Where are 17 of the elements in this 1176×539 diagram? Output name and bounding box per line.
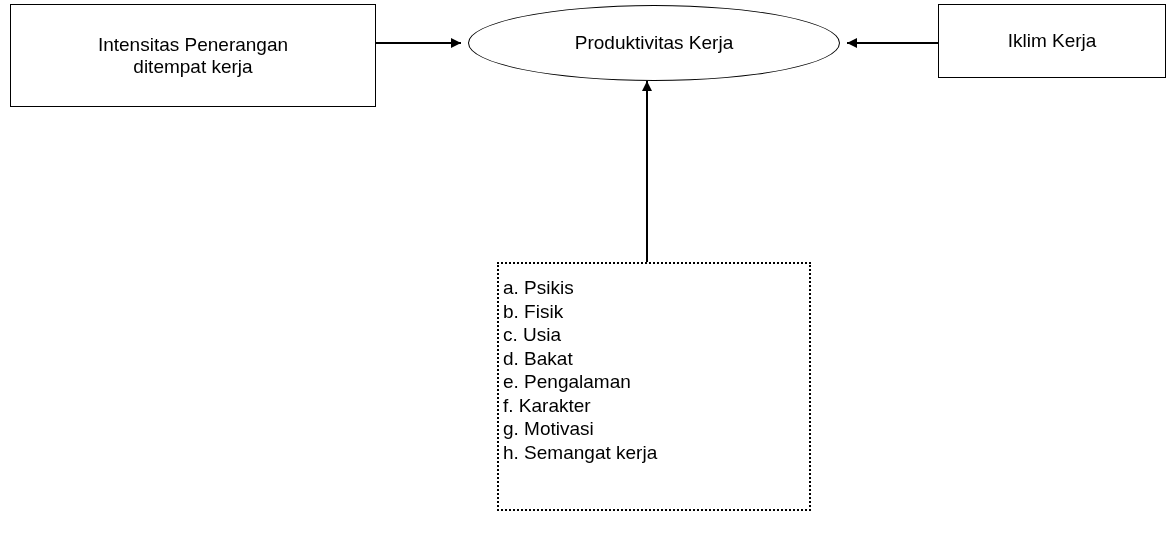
node-label: Produktivitas Kerja [574, 32, 734, 54]
list-item: b. Fisik [503, 299, 564, 323]
list-item: e. Pengalaman [503, 370, 631, 394]
list-item: d. Bakat [503, 346, 573, 370]
arrow [375, 38, 462, 48]
list-item: f. Karakter [503, 393, 591, 417]
list-item: g. Motivasi [503, 417, 594, 441]
node-label: Iklim Kerja [1007, 30, 1097, 52]
arrow [642, 80, 652, 263]
process-box [10, 4, 376, 107]
list-item: c. Usia [503, 323, 562, 347]
node-label: Intensitas Penerangan ditempat kerja [96, 33, 290, 78]
list-item: a. Psikis [503, 276, 574, 300]
list-item: h. Semangat kerja [503, 440, 658, 464]
arrow [846, 38, 939, 48]
factor-list-box [497, 262, 811, 511]
process-box [938, 4, 1166, 78]
